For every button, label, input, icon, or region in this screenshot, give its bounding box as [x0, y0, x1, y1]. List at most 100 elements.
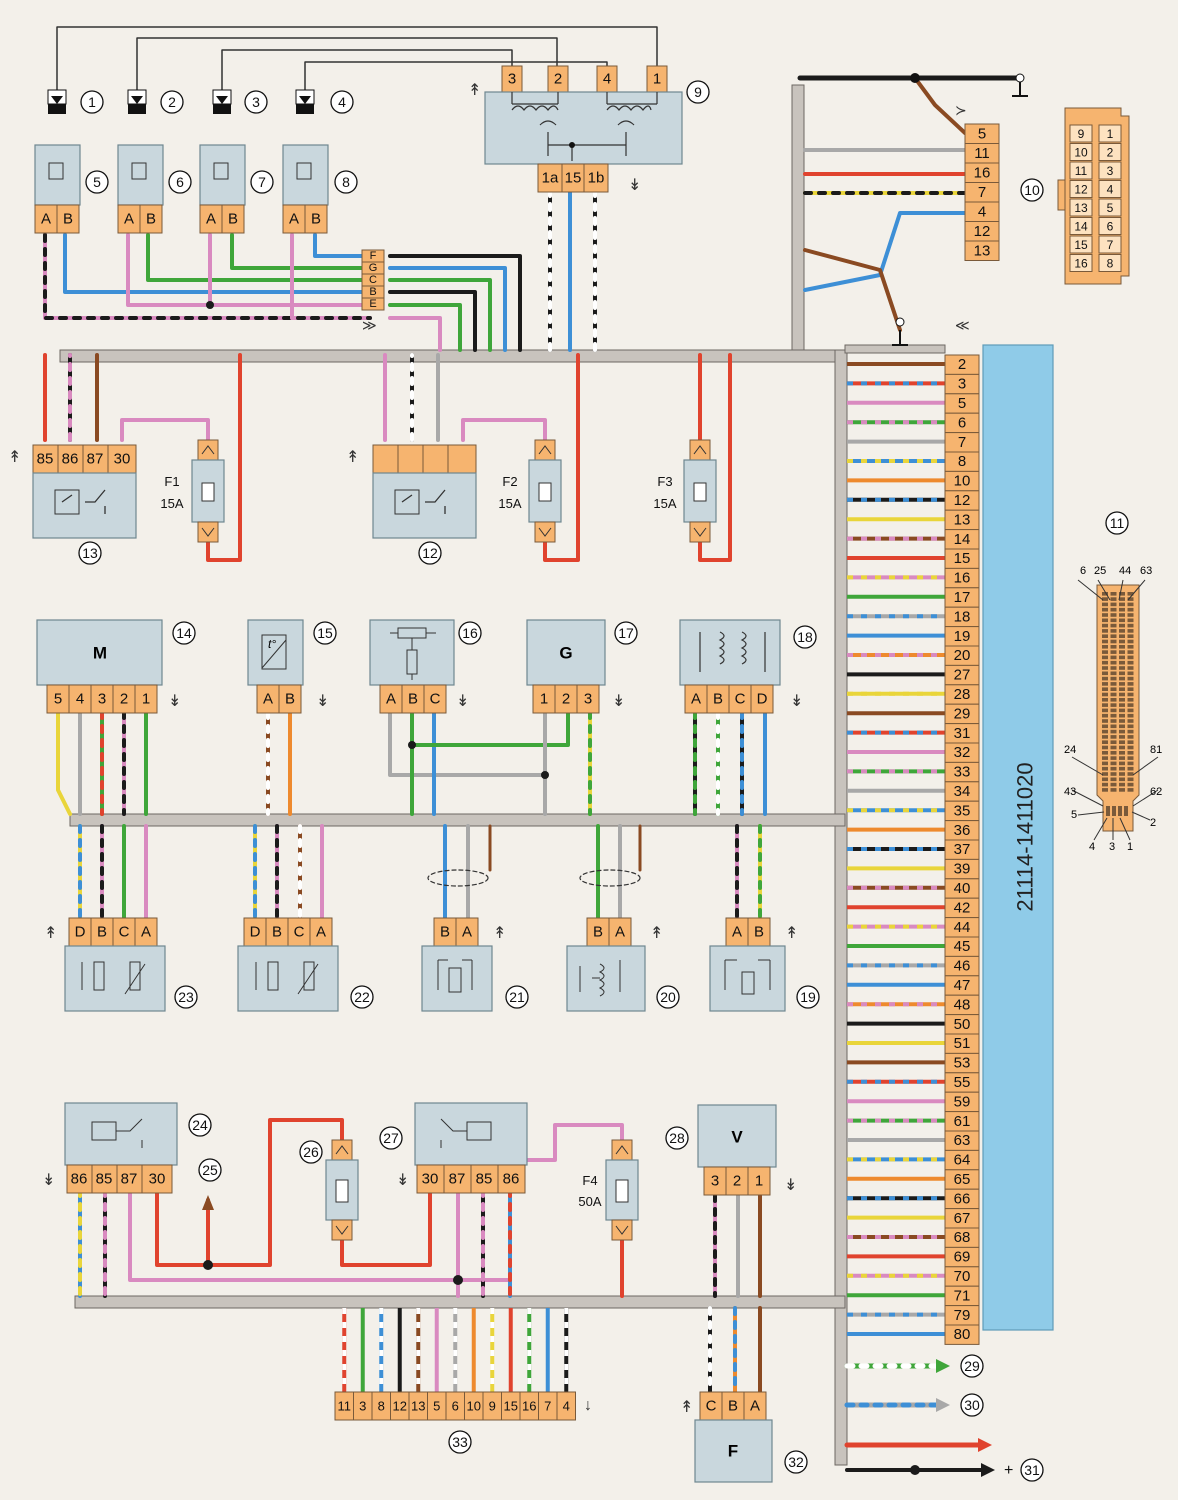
connector-hole [1110, 788, 1117, 792]
connector-hole [1127, 751, 1134, 755]
ecu-pin-label: 7 [958, 434, 966, 451]
fuse-name: F3 [657, 474, 672, 489]
pin-label: 1 [653, 71, 661, 88]
connector-hole [1112, 806, 1116, 816]
connector-hole [1127, 592, 1134, 596]
connector-arrows-icon: ↟ [468, 82, 481, 99]
connector-hole [1119, 687, 1125, 691]
component-number: 8 [342, 174, 350, 190]
connector-hole [1110, 592, 1117, 596]
connector-hole [1119, 607, 1125, 612]
component-number: 21 [509, 989, 525, 1005]
pin-label: 4 [603, 71, 611, 88]
connector-hole [1102, 766, 1108, 771]
component-7: A B 7 [199, 144, 274, 234]
connector-arrows-icon: ↡ [396, 1172, 409, 1189]
ecu-block: 21114-1411020 23567810121314151617181920… [944, 344, 1054, 1345]
pin-label: 13 [974, 243, 991, 260]
connector-hole [1102, 597, 1108, 601]
component-27: 30 87 85 86 27 ↡ [379, 1102, 528, 1194]
leader-line [1132, 756, 1159, 776]
ecu-pin-label: 70 [954, 1268, 971, 1285]
connector-hole [1110, 698, 1117, 702]
connector-hole [1127, 772, 1134, 776]
face-pin-label: 4 [1107, 183, 1114, 197]
face-pin [1098, 217, 1122, 235]
connector-arrows-icon: ↡ [42, 1172, 55, 1189]
component-16: A B C 16 ↡ [369, 619, 482, 714]
connector-hole [1102, 703, 1108, 707]
component-1: 1 [47, 89, 104, 114]
connector-hole [1102, 660, 1108, 665]
pin-label: B [408, 691, 418, 708]
connector-hole [1119, 634, 1125, 638]
ecu-pin-label: 3 [958, 376, 966, 393]
connector-hole [1110, 735, 1117, 739]
connector-arrows-icon: ↡ [316, 693, 329, 710]
ecu-part-number: 21114-1411020 [1013, 762, 1038, 911]
pin-label: 63 [1140, 565, 1152, 577]
pin-label: C [369, 274, 377, 286]
ecu-pin-label: 55 [954, 1074, 971, 1091]
connector-hole [1110, 682, 1117, 686]
ecu-pin-label: 28 [954, 686, 971, 703]
connector-arrows-icon: ≻ [955, 102, 967, 118]
pin-label: C [119, 924, 130, 941]
pin-label: C [430, 691, 441, 708]
connector-hole [1110, 719, 1117, 723]
pin-label: 10 [467, 1399, 481, 1414]
fuse-name: F2 [502, 474, 517, 489]
ecu-pin-label: 79 [954, 1307, 971, 1324]
ecu-pin-label: 80 [954, 1326, 971, 1343]
component-number: 25 [202, 1162, 218, 1178]
pin-label: B [369, 286, 376, 298]
face-pin [1098, 235, 1122, 254]
pin-label: C [294, 924, 305, 941]
pin-label: 3 [508, 71, 516, 88]
component-number: 7 [258, 174, 266, 190]
leader-line [1071, 756, 1104, 776]
connector-hole [1110, 629, 1117, 633]
connector-hole [1102, 745, 1108, 750]
component-number: 9 [694, 84, 702, 100]
pin-label: A [141, 924, 151, 941]
pin-label: 4 [563, 1399, 570, 1414]
connector-hole [1110, 671, 1117, 676]
connector-hole [1102, 687, 1108, 691]
pin-label: 4 [978, 204, 986, 221]
connector-hole [1102, 666, 1108, 670]
component-17: G 1 2 3 17 ↡ [526, 619, 638, 714]
component-11: 11 6 25 44 63 24 81 43 62 5 2 4 3 1 [1064, 511, 1162, 853]
connector-hole [1102, 729, 1108, 734]
ecu-pin-label: 32 [954, 744, 971, 761]
ecu-pin-label: 13 [954, 511, 971, 528]
component-number: 11 [1110, 515, 1125, 531]
connector-hole [1127, 713, 1134, 718]
fuse-rating: 15A [160, 496, 183, 511]
ecu-pin-label: 63 [954, 1132, 971, 1149]
connector-hole [1119, 623, 1125, 628]
face-pin-label: 14 [1074, 220, 1088, 234]
pin-label: 1b [588, 170, 605, 187]
component-number: 15 [317, 625, 333, 641]
face-pin [1069, 254, 1093, 272]
ecu-pin-label: 68 [954, 1229, 971, 1246]
connector-arrows-icon: ↡ [456, 693, 469, 710]
connector-hole [1119, 698, 1125, 702]
face-pin [1098, 254, 1122, 272]
component-number: 30 [964, 1397, 980, 1413]
connector-hole [1102, 676, 1108, 681]
pin-label: 30 [114, 451, 131, 468]
connector-hole [1102, 645, 1108, 649]
pin-label: 3 [98, 691, 106, 708]
connector-hole [1119, 645, 1125, 649]
connector-hole [1110, 708, 1117, 713]
connector-hole [1119, 682, 1125, 686]
pin-label: 30 [422, 1171, 439, 1188]
connector-hole [1110, 766, 1117, 771]
pin-label: B [63, 211, 73, 228]
pin-label: B [593, 924, 603, 941]
connector-hole [1102, 782, 1108, 787]
wires [43, 26, 1023, 1477]
